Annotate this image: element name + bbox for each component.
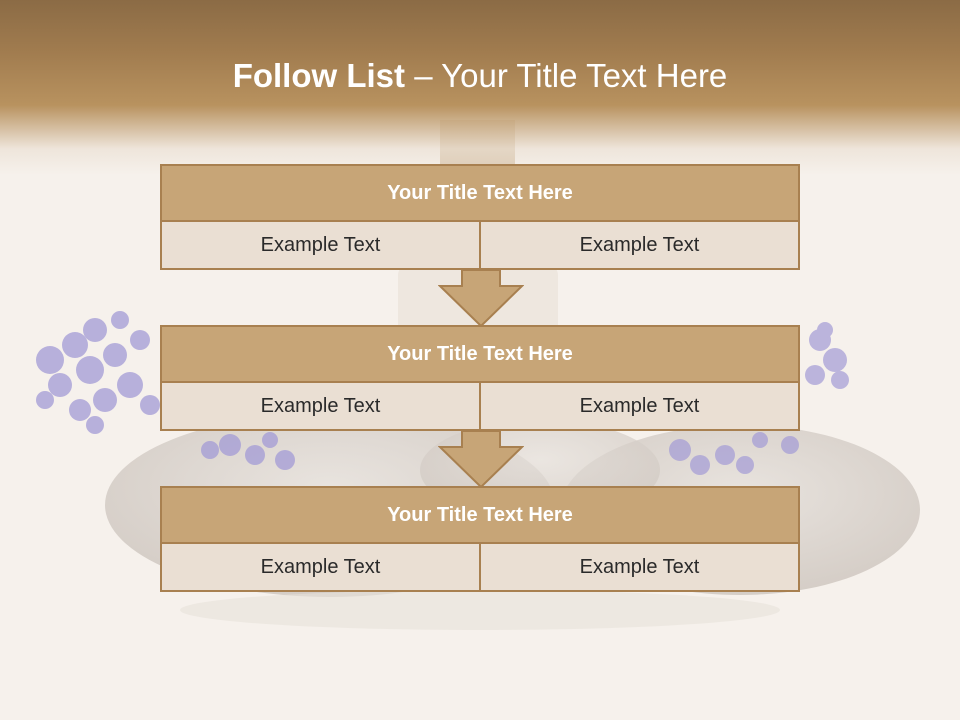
slide-title: Follow List – Your Title Text Here: [0, 55, 960, 97]
block-cell-left: Example Text: [160, 542, 481, 592]
block-cell-left: Example Text: [160, 220, 481, 270]
block-title: Your Title Text Here: [160, 325, 800, 383]
down-arrow-icon: [438, 270, 524, 328]
block-title: Your Title Text Here: [160, 164, 800, 222]
block-cell-right: Example Text: [479, 542, 800, 592]
slide-title-rest: – Your Title Text Here: [405, 57, 728, 94]
block-cell-left: Example Text: [160, 381, 481, 431]
block-title: Your Title Text Here: [160, 486, 800, 544]
down-arrow-icon: [438, 431, 524, 489]
block-cell-right: Example Text: [479, 220, 800, 270]
slide-title-bold: Follow List: [232, 57, 406, 94]
block-cell-right: Example Text: [479, 381, 800, 431]
header-band: [0, 0, 960, 175]
